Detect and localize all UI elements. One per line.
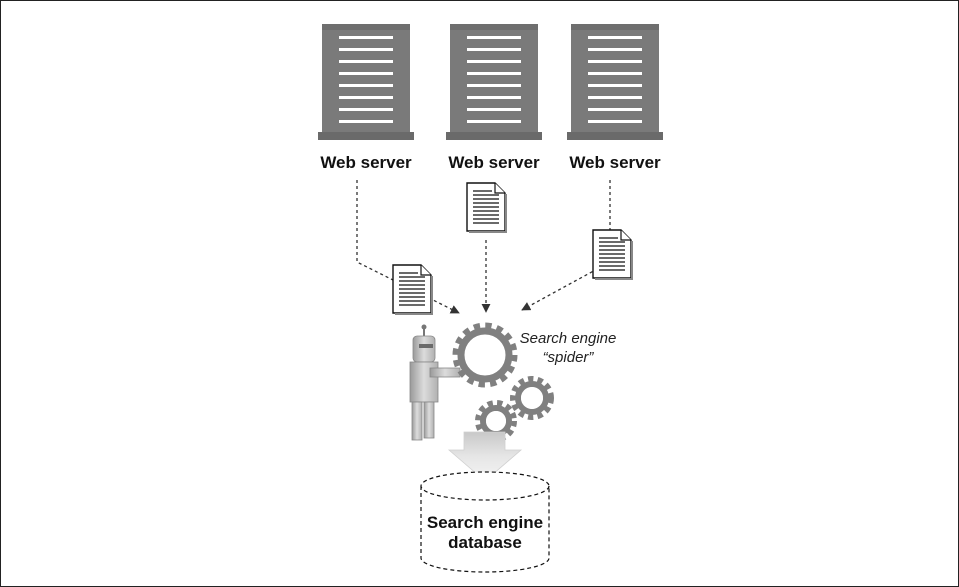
database-label-line2: database [448,533,522,552]
database-cylinder-icon [420,471,550,573]
web-server-3: Web server [567,24,663,172]
database-label-line1: Search engine [427,513,543,532]
document-icon [592,229,633,280]
gear-group [452,322,554,442]
web-server-1: Web server [318,24,414,172]
gear-icon [452,322,518,388]
spider-label-line1: Search engine [520,330,617,347]
server-label: Web server [320,153,412,172]
robot-icon [409,324,461,441]
spider-label-line2: “spider” [543,349,595,366]
document-icon [392,264,433,315]
server-icon [567,24,663,140]
gear-icon [510,376,554,420]
document-icon [466,182,507,233]
server-icon [318,24,414,140]
web-server-2: Web server [446,24,542,172]
server-label: Web server [569,153,661,172]
server-label: Web server [448,153,540,172]
server-icon [446,24,542,140]
down-arrow-icon [447,431,523,482]
